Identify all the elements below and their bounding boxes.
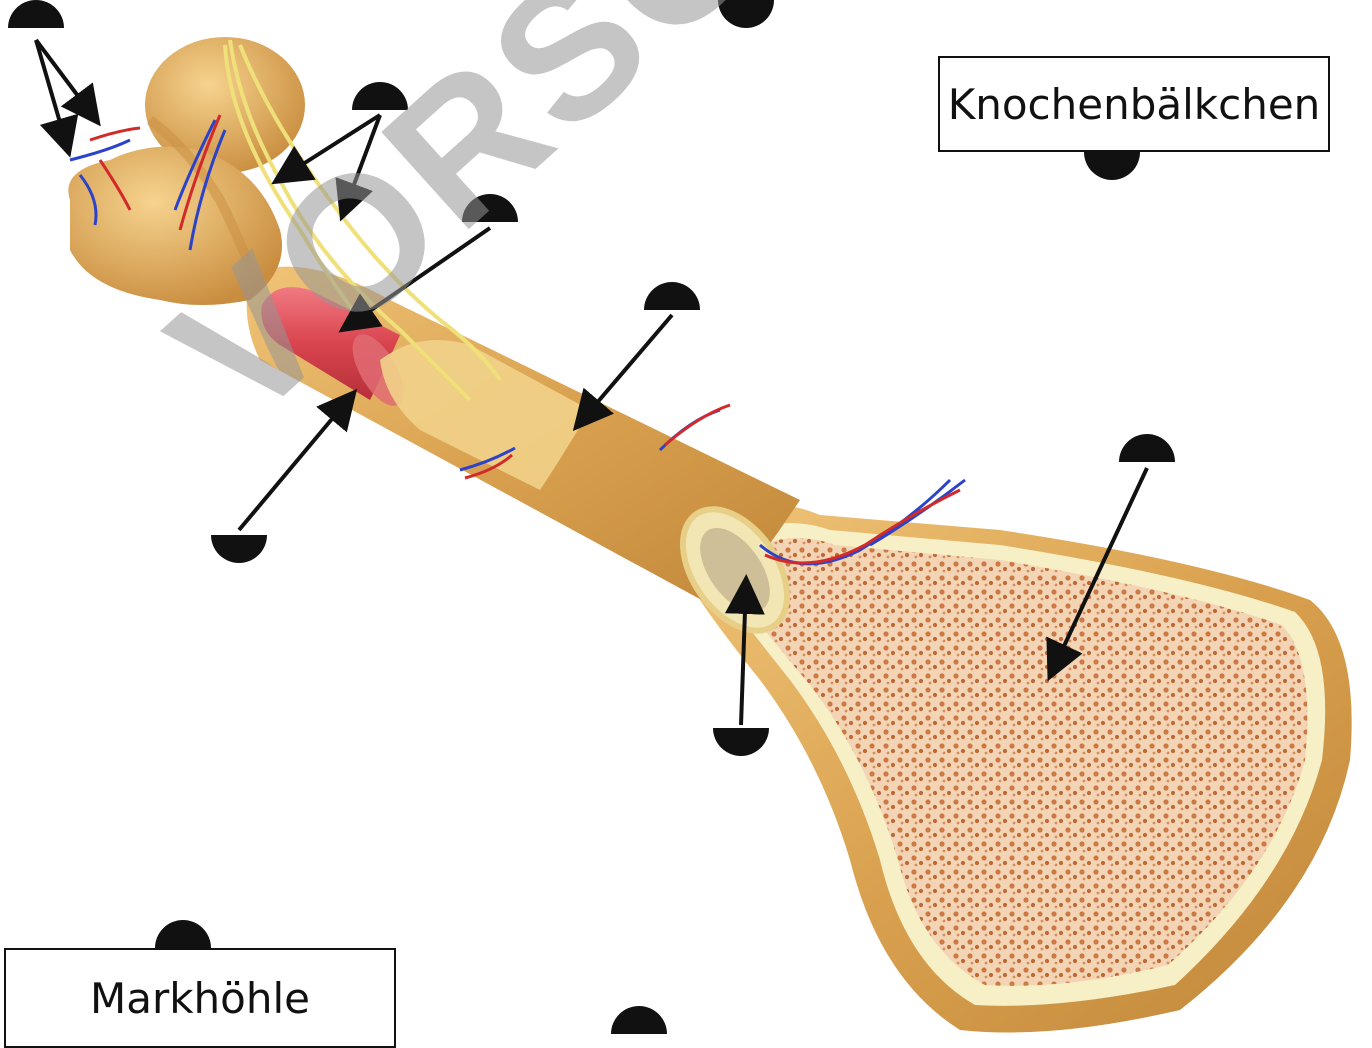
marker-half-circle[interactable] [462,194,518,222]
marker-half-circle[interactable] [211,535,267,563]
label-markhoehle: Markhöhle [4,948,396,1048]
marker-half-circle[interactable] [644,282,700,310]
marker-half-circle[interactable] [155,920,211,948]
label-knochenbaelkchen: Knochenbälkchen [938,56,1330,152]
distal-epiphysis [700,504,1352,1033]
marker-half-circle[interactable] [718,0,774,28]
marker-half-circle[interactable] [1084,152,1140,180]
marker-half-circle[interactable] [352,82,408,110]
marker-half-circle[interactable] [8,0,64,28]
marker-half-circle[interactable] [611,1006,667,1034]
marker-half-circle[interactable] [1119,434,1175,462]
marker-half-circle[interactable] [713,728,769,756]
proximal-epiphysis [68,37,305,305]
